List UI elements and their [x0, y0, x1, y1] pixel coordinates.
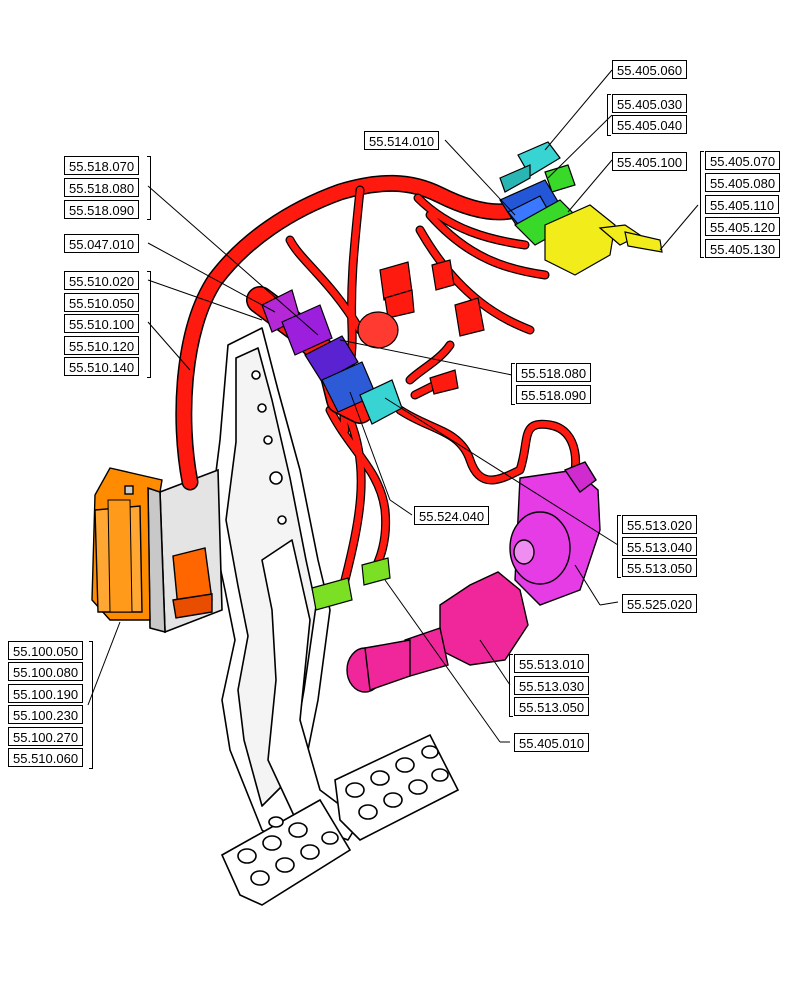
- callout-bracket: [700, 151, 704, 258]
- part-number-label[interactable]: 55.513.010: [514, 654, 590, 673]
- part-number-label[interactable]: 55.518.090: [516, 385, 592, 404]
- leader-lines: [87, 69, 699, 743]
- harness-connectors: [357, 259, 485, 395]
- part-number-label[interactable]: 55.405.130: [705, 239, 781, 258]
- part-number-label[interactable]: 55.405.070: [705, 151, 781, 170]
- callout-bracket: [89, 641, 93, 769]
- callout-bracket: [147, 156, 151, 220]
- part-number-label[interactable]: 55.405.100: [612, 152, 688, 171]
- connector-cyan-top: [499, 141, 561, 193]
- connector-yellow: [544, 204, 663, 276]
- part-number-label[interactable]: 55.405.030: [612, 94, 688, 113]
- callout-bracket: [511, 363, 515, 405]
- part-number-label[interactable]: 55.405.040: [612, 115, 688, 134]
- part-number-label[interactable]: 55.405.120: [705, 217, 781, 236]
- callout-bracket: [617, 515, 621, 578]
- part-number-label[interactable]: 55.100.080: [8, 662, 84, 681]
- part-number-label[interactable]: 55.518.090: [64, 200, 140, 219]
- part-number-label[interactable]: 55.405.080: [705, 173, 781, 192]
- pedal-bracket: [209, 327, 361, 861]
- connector-cyan: [359, 379, 403, 425]
- part-number-label[interactable]: 55.510.100: [64, 314, 140, 333]
- part-number-label[interactable]: 55.510.060: [8, 748, 84, 767]
- part-number-label[interactable]: 55.405.060: [612, 60, 688, 79]
- pedal-pad-left: [220, 798, 352, 906]
- part-number-label[interactable]: 55.513.030: [514, 676, 590, 695]
- connector-lime: [311, 557, 391, 611]
- part-number-label[interactable]: 55.518.080: [516, 363, 592, 382]
- part-number-label[interactable]: 55.513.050: [622, 558, 698, 577]
- connector-green-top: [544, 164, 576, 193]
- relay: [172, 547, 213, 619]
- pedal-actuator: [346, 571, 529, 693]
- part-number-label[interactable]: 55.510.120: [64, 336, 140, 355]
- part-number-label[interactable]: 55.100.050: [8, 641, 84, 660]
- part-number-label[interactable]: 55.518.080: [64, 178, 140, 197]
- part-number-label[interactable]: 55.100.190: [8, 684, 84, 703]
- part-number-label[interactable]: 55.514.010: [364, 131, 440, 150]
- ecu-module: [91, 467, 163, 621]
- part-number-label[interactable]: 55.524.040: [414, 506, 490, 525]
- part-number-label[interactable]: 55.510.140: [64, 357, 140, 376]
- part-number-label[interactable]: 55.525.020: [622, 594, 698, 613]
- part-number-label[interactable]: 55.405.010: [514, 733, 590, 752]
- pedal-pad-right: [334, 733, 460, 841]
- part-number-label[interactable]: 55.047.010: [64, 234, 140, 253]
- part-number-label[interactable]: 55.513.050: [514, 697, 590, 716]
- callout-bracket: [607, 94, 611, 136]
- part-number-label[interactable]: 55.100.230: [8, 705, 84, 724]
- part-number-label[interactable]: 55.513.040: [622, 537, 698, 556]
- callout-bracket: [509, 654, 513, 717]
- part-number-label[interactable]: 55.100.270: [8, 727, 84, 746]
- part-number-label[interactable]: 55.510.020: [64, 271, 140, 290]
- part-number-label[interactable]: 55.405.110: [705, 195, 780, 214]
- part-number-label[interactable]: 55.513.020: [622, 515, 698, 534]
- part-number-label[interactable]: 55.518.070: [64, 156, 140, 175]
- callout-bracket: [147, 271, 151, 378]
- part-number-label[interactable]: 55.510.050: [64, 293, 140, 312]
- connector-purple: [281, 304, 333, 356]
- connector-dark-blue: [304, 335, 359, 383]
